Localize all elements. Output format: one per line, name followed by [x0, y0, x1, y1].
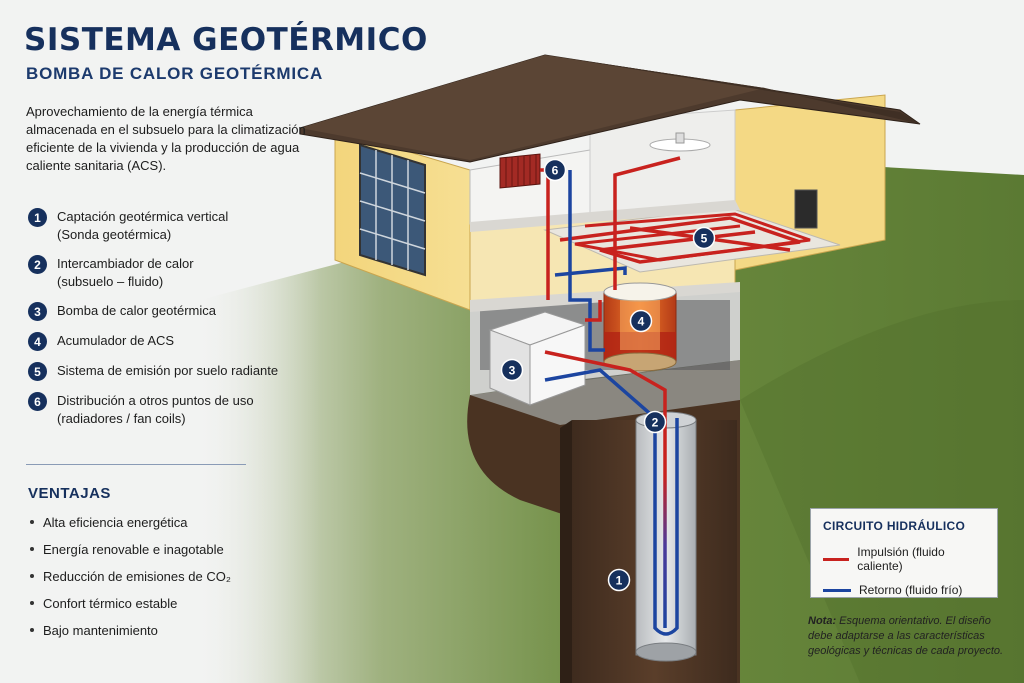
left-fade [180, 250, 320, 683]
right-wall-door [794, 189, 818, 229]
advantages-list: Alta eficiencia energética Energía renov… [30, 514, 231, 649]
note-text: Esquema orientativo. El diseño debe adap… [808, 615, 1004, 657]
page-title: SISTEMA GEOTÉRMICO [24, 22, 428, 58]
badge-3: 3 [500, 358, 524, 382]
legend-cold-label: Retorno (fluido frío) [859, 583, 963, 597]
svg-text:2: 2 [652, 416, 659, 430]
soil-cut [470, 360, 740, 425]
borehole-bottom [635, 642, 697, 662]
svg-text:4: 4 [638, 315, 645, 329]
advantage-text: Energía renovable e inagotable [43, 541, 224, 557]
legend-row-hot: Impulsión (fluido caliente) [823, 545, 985, 573]
section-divider [26, 464, 246, 465]
roof-top [300, 55, 765, 160]
list-item: 4 Acumulador de ACS [28, 332, 298, 351]
bullet-icon [30, 547, 34, 551]
pipe-cold-1 [544, 368, 679, 636]
radiant-loop-red-2 [574, 212, 811, 262]
pipe-cold-2 [568, 170, 605, 352]
hot-swatch-icon [823, 557, 850, 561]
advantage-text: Alta eficiencia energética [43, 514, 188, 530]
house-window [359, 143, 426, 277]
bullet-icon [30, 574, 34, 578]
pipe-hot-4 [585, 300, 602, 322]
list-item: Bajo mantenimiento [30, 622, 231, 638]
svg-text:5: 5 [701, 232, 708, 246]
trench-side [560, 420, 572, 683]
svg-text:1: 1 [616, 574, 623, 588]
list-item: 3 Bomba de calor geotérmica [28, 302, 298, 321]
component-list: 1 Captación geotérmica vertical (Sonda ge… [28, 208, 298, 439]
badge-1: 1 [607, 568, 631, 592]
list-item: Energía renovable e inagotable [30, 541, 231, 557]
legend-title: CIRCUITO HIDRÁULICO [823, 519, 966, 533]
cold-swatch-icon [823, 588, 851, 592]
badge-6: 6 [543, 158, 567, 182]
number-badge: 3 [28, 302, 47, 321]
intro-text: Aprovechamiento de la energía térmica al… [26, 104, 306, 173]
list-item: 2 Intercambiador de calor (subsuelo – flu… [28, 255, 298, 291]
list-item-text: Bomba de calor geotérmica [57, 303, 216, 318]
advantage-text: Bajo mantenimiento [43, 622, 158, 638]
note-label: Nota: [808, 615, 837, 627]
svg-text:6: 6 [552, 164, 559, 178]
list-item-text: Captación geotérmica vertical (Sonda geo… [57, 209, 229, 242]
badge-5: 5 [692, 226, 716, 250]
footnote: Nota: Esquema orientativo. El diseño deb… [808, 614, 1008, 659]
number-badge: 2 [28, 255, 47, 274]
pipe-hot-1 [544, 350, 667, 628]
list-item: 1 Captación geotérmica vertical (Sonda ge… [28, 208, 298, 244]
number-badge: 6 [28, 392, 47, 411]
list-item-text: Distribución a otros puntos de uso (radi… [57, 393, 254, 426]
advantages-title: VENTAJAS [28, 485, 111, 502]
svg-text:3: 3 [509, 364, 516, 378]
list-item: Reducción de emisiones de CO₂ [30, 568, 231, 584]
advantage-text: Confort térmico estable [43, 595, 178, 611]
ceiling-fan [649, 132, 711, 152]
pipe-cold-3 [554, 266, 627, 277]
badge-4: 4 [629, 309, 653, 333]
bullet-icon [30, 628, 34, 632]
badge-2: 2 [643, 410, 667, 434]
list-item-text: Acumulador de ACS [57, 333, 175, 348]
legend-hot-label: Impulsión (fluido caliente) [857, 545, 945, 573]
list-item: 5 Sistema de emisión por suelo radiante [28, 362, 298, 381]
list-item: Confort térmico estable [30, 595, 231, 611]
list-item: Alta eficiencia energética [30, 514, 231, 530]
radiator [499, 153, 541, 189]
list-item-text: Sistema de emisión por suelo radiante [57, 363, 279, 378]
bullet-icon [30, 520, 34, 524]
list-item-text: Intercambiador de calor (subsuelo – flui… [57, 256, 194, 289]
number-badge: 4 [28, 332, 47, 351]
mid-slab [470, 200, 740, 232]
page-subtitle: BOMBA DE CALOR GEOTÉRMICA [26, 64, 324, 83]
list-item: 6 Distribución a otros puntos de uso (rad… [28, 392, 298, 428]
advantage-text: Reducción de emisiones de CO₂ [43, 568, 231, 584]
hydraulic-legend: CIRCUITO HIDRÁULICO Impulsión (fluido ca… [810, 508, 998, 598]
number-badge: 5 [28, 362, 47, 381]
pipe-hot-3 [613, 156, 681, 290]
number-badge: 1 [28, 208, 47, 227]
legend-row-cold: Retorno (fluido frío) [823, 583, 985, 597]
bullet-icon [30, 601, 34, 605]
